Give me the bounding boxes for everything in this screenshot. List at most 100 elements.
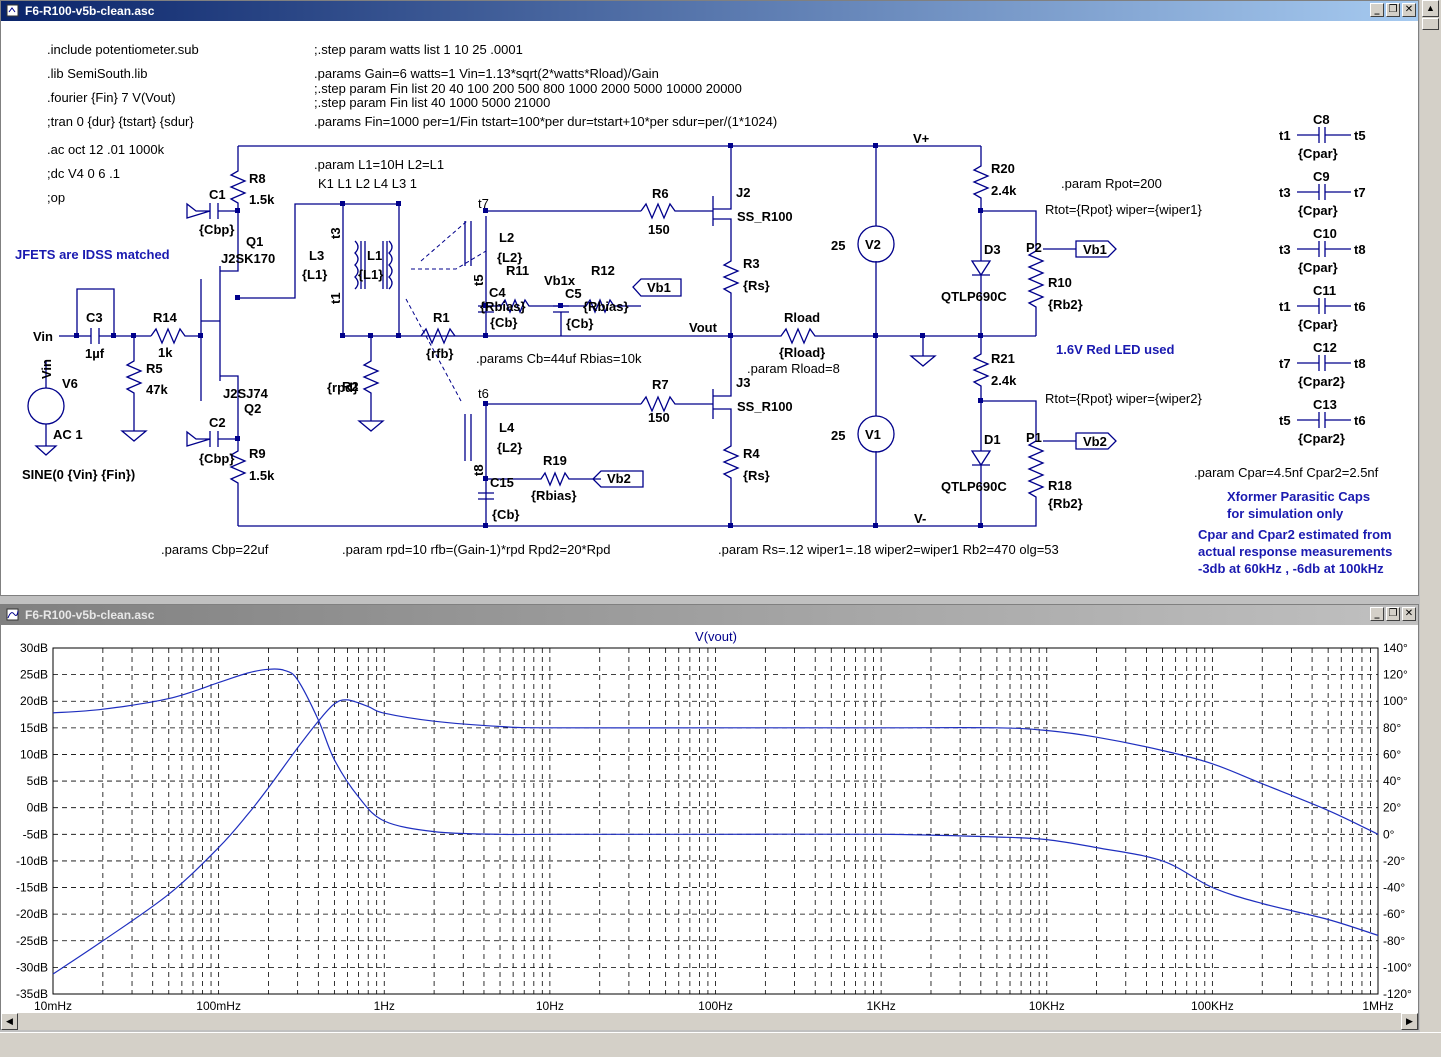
c15-value: {Cb}: [492, 507, 519, 522]
parasitic-cap-name: C11: [1313, 283, 1336, 298]
r5-value: 47k: [146, 382, 168, 397]
param-cbp: .params Cbp=22uf: [161, 542, 269, 557]
schematic-canvas[interactable]: .include potentiometer.sub.lib SemiSouth…: [1, 21, 1418, 595]
r19-label: R19: [543, 453, 567, 468]
flag-vb1-right: Vb1: [1083, 242, 1107, 257]
minimize-button[interactable]: _: [1370, 3, 1384, 17]
p1-label: P1: [1026, 430, 1042, 445]
plot-close-button[interactable]: ✕: [1402, 607, 1416, 621]
spice-directive-left: .ac oct 12 .01 1000k: [47, 142, 165, 157]
y-left-tick-label: 0dB: [27, 801, 48, 815]
parasitic-cap: [1297, 355, 1351, 371]
schematic-doc-icon: [6, 4, 19, 17]
y-left-tick-label: 5dB: [27, 774, 48, 788]
r1-value: {rfb}: [426, 346, 453, 361]
p2-label: P2: [1026, 240, 1042, 255]
schematic-titlebar[interactable]: F6-R100-v5b-clean.asc _ ❐ ✕: [1, 1, 1418, 21]
schematic-wires: [27, 127, 1351, 527]
r19-value: {Rbias}: [531, 488, 577, 503]
l1-label: L1: [367, 248, 382, 263]
note-red-led: 1.6V Red LED used: [1056, 342, 1175, 357]
close-button[interactable]: ✕: [1402, 3, 1416, 17]
parasitic-cap-name: C9: [1313, 169, 1330, 184]
c5-value: {Cb}: [566, 316, 593, 331]
l4-label: L4: [499, 420, 515, 435]
c2-value: {Cbp}: [199, 451, 234, 466]
coupling-lines: [405, 220, 487, 402]
v2-label: V2: [865, 237, 881, 252]
y-left-tick-label: 25dB: [20, 668, 48, 682]
spice-directive-left: .lib SemiSouth.lib: [47, 66, 147, 81]
y-left-tick-label: -10dB: [16, 854, 48, 868]
parasitic-cap-left-node: t3: [1279, 242, 1291, 257]
y-left-tick-label: 15dB: [20, 721, 48, 735]
parasitic-cap-value: {Cpar2}: [1298, 374, 1345, 389]
phase-trace[interactable]: [52, 699, 1379, 975]
r2-label: R2: [342, 379, 359, 394]
x-tick-label: 1KHz: [866, 999, 895, 1013]
c2-label: C2: [209, 415, 226, 430]
r3-label: R3: [743, 256, 760, 271]
r2-value: {rpd}: [327, 380, 358, 395]
vb1x-label: Vb1x: [544, 273, 576, 288]
y-right-tick-label: 0°: [1383, 827, 1395, 841]
scroll-left-button[interactable]: ◀: [1, 1013, 18, 1030]
scroll-thumb[interactable]: [1422, 18, 1439, 30]
r14-value: 1k: [158, 345, 173, 360]
param-rs: .param Rs=.12 wiper1=.18 wiper2=wiper1 R…: [718, 542, 1059, 557]
param-inductors: .param L1=10H L2=L1: [314, 157, 444, 172]
v1-label: V1: [865, 427, 881, 442]
schematic-title: F6-R100-v5b-clean.asc: [25, 4, 155, 18]
t3-label: t3: [328, 227, 343, 239]
r10-value: {Rb2}: [1048, 297, 1083, 312]
scroll-up-button[interactable]: ▲: [1422, 0, 1439, 17]
spice-directive-left: .fourier {Fin} 7 V(Vout): [47, 90, 176, 105]
plot-restore-button[interactable]: ❐: [1386, 607, 1400, 621]
parasitic-cap-value: {Cpar}: [1298, 317, 1338, 332]
parasitic-cap-value: {Cpar}: [1298, 146, 1338, 161]
flag-vb2-right: Vb2: [1083, 434, 1107, 449]
parasitic-cap-left-node: t1: [1279, 128, 1291, 143]
parasitic-cap: [1297, 298, 1351, 314]
x-tick-label: 1MHz: [1362, 999, 1393, 1013]
v6-net-vin: Vin: [39, 359, 54, 379]
coupling-statement: K1 L1 L2 L4 L3 1: [318, 176, 417, 191]
parasitic-cap: [1297, 412, 1351, 428]
restore-button[interactable]: ❐: [1386, 3, 1400, 17]
plot-minimize-button[interactable]: _: [1370, 607, 1384, 621]
param-cpar: .param Cpar=4.5nf Cpar2=2.5nf: [1194, 465, 1379, 480]
y-right-tick-label: -120°: [1383, 987, 1412, 1001]
y-left-tick-label: 20dB: [20, 694, 48, 708]
y-left-tick-label: -20dB: [16, 907, 48, 921]
x-tick-label: 10Hz: [536, 999, 564, 1013]
spice-directive-mid: ;.step param watts list 1 10 25 .0001: [314, 42, 523, 57]
plot-titlebar[interactable]: F6-R100-v5b-clean.asc _ ❐ ✕: [1, 605, 1418, 625]
t8-label: t8: [471, 464, 486, 476]
horizontal-scrollbar[interactable]: ◀ ▶: [1, 1013, 1418, 1030]
y-right-tick-label: -20°: [1383, 854, 1405, 868]
scroll-right-button[interactable]: ▶: [1401, 1013, 1418, 1030]
y-left-tick-label: -25dB: [16, 934, 48, 948]
pot-p2-params: Rtot={Rpot} wiper={wiper1}: [1045, 202, 1202, 217]
r12-label: R12: [591, 263, 615, 278]
r3-value: {Rs}: [743, 278, 770, 293]
y-right-tick-label: -100°: [1383, 960, 1412, 974]
r4-value: {Rs}: [743, 468, 770, 483]
parasitic-cap-name: C10: [1313, 226, 1337, 241]
bode-plot[interactable]: V(vout)30dB25dB20dB15dB10dB5dB0dB-5dB-10…: [1, 625, 1418, 1029]
y-right-tick-label: 40°: [1383, 774, 1401, 788]
magnitude-trace[interactable]: [52, 668, 1379, 936]
x-tick-label: 100KHz: [1191, 999, 1234, 1013]
y-left-tick-label: -15dB: [16, 881, 48, 895]
pot-p1-params: Rtot={Rpot} wiper={wiper2}: [1045, 391, 1202, 406]
spice-directive-mid: .params Fin=1000 per=1/Fin tstart=100*pe…: [314, 114, 777, 129]
t6-label: t6: [478, 386, 489, 401]
vertical-scrollbar[interactable]: ▲: [1420, 0, 1441, 1056]
y-right-tick-label: 20°: [1383, 801, 1401, 815]
parasitic-cap-right-node: t8: [1354, 356, 1366, 371]
schematic-labels: .include potentiometer.sub.lib SemiSouth…: [15, 42, 1392, 576]
c15-label: C15: [490, 475, 514, 490]
v2-voltage: 25: [831, 238, 845, 253]
parasitic-cap-right-node: t5: [1354, 128, 1366, 143]
r18-label: R18: [1048, 478, 1072, 493]
